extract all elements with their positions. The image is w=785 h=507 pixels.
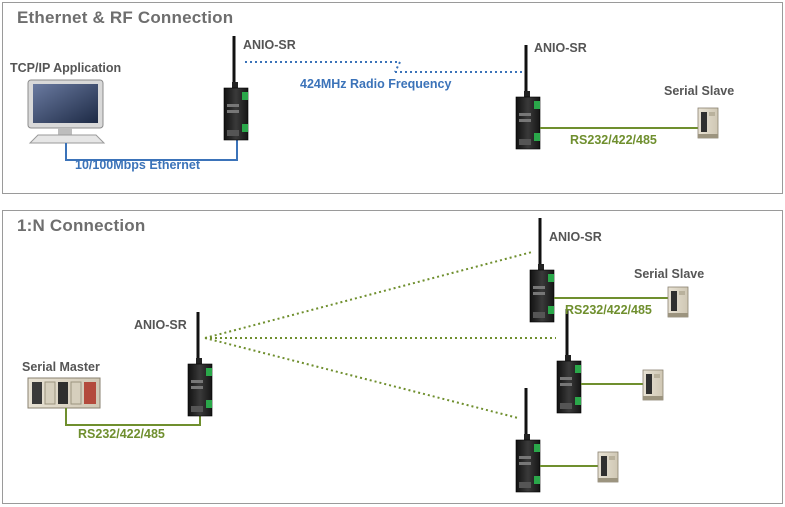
serial-protocol-label: RS232/422/485 — [78, 427, 165, 441]
ethernet-label: 10/100Mbps Ethernet — [75, 158, 201, 172]
radio-link-line — [204, 251, 556, 419]
anio-sr-device-icon — [514, 43, 542, 151]
panel-title: Ethernet & RF Connection — [17, 8, 234, 27]
serial-slave-icon — [642, 369, 664, 401]
serial-protocol-label: RS232/422/485 — [565, 303, 652, 317]
anio-sr-device-icon — [514, 386, 542, 494]
device-label: ANIO-SR — [134, 318, 187, 332]
anio-sr-device-icon — [555, 307, 583, 415]
one-to-n-panel — [2, 210, 783, 504]
serial-slave-icon — [697, 107, 719, 139]
panel-title: 1:N Connection — [17, 216, 146, 235]
tcpip-application-label: TCP/IP Application — [10, 61, 122, 75]
serial-slave-icon — [667, 286, 689, 318]
tcpip-computer-icon — [27, 79, 106, 144]
serial-slave-label: Serial Slave — [634, 267, 705, 281]
device-label: ANIO-SR — [534, 41, 587, 55]
serial-protocol-label: RS232/422/485 — [570, 133, 657, 147]
ethernet-rf-panel — [2, 2, 783, 194]
device-label: ANIO-SR — [549, 230, 602, 244]
device-label: ANIO-SR — [243, 38, 296, 52]
serial-link-line — [65, 408, 201, 426]
radio-link-line — [245, 61, 527, 73]
serial-slave-icon — [597, 451, 619, 483]
ethernet-link-line — [65, 140, 238, 161]
anio-sr-device-icon — [186, 310, 214, 418]
radio-frequency-label: 424MHz Radio Frequency — [300, 77, 452, 91]
serial-master-label: Serial Master — [22, 360, 100, 374]
serial-master-icon — [27, 377, 101, 409]
serial-slave-label: Serial Slave — [664, 84, 735, 98]
